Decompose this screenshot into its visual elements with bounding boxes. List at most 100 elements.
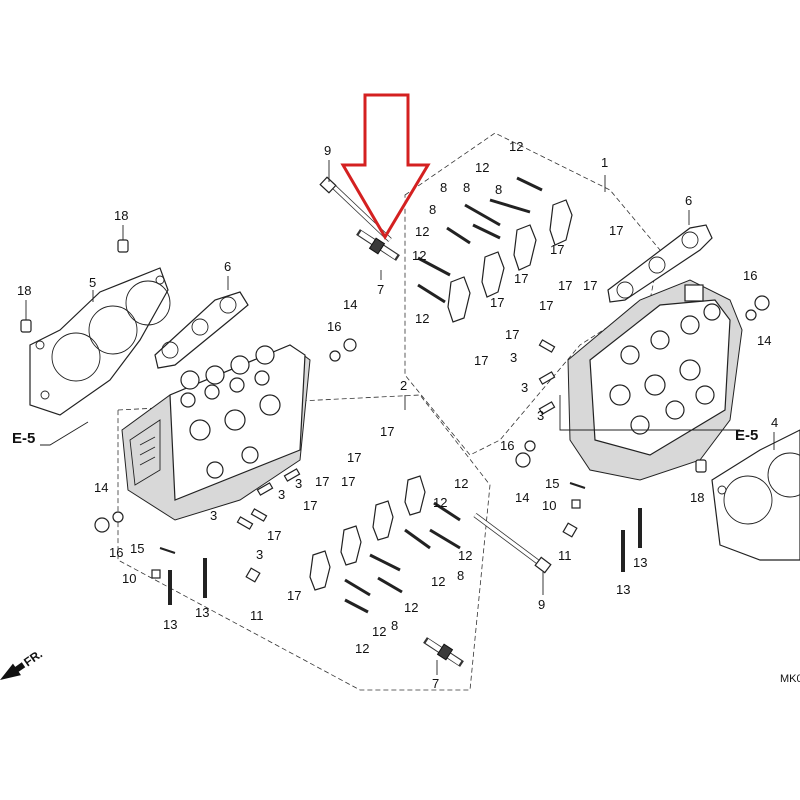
callout-17: 17 [583,278,597,293]
cam-holders-front [309,475,426,591]
callout-12: 12 [509,139,523,154]
callout-16: 16 [500,438,514,453]
callout-12: 12 [454,476,468,491]
callout-3: 3 [295,476,302,491]
dowel-pin-18-left [20,319,32,333]
callout-3: 3 [210,508,217,523]
callout-12: 12 [412,248,426,263]
callout-18: 18 [690,490,704,505]
ref-e5-right: E-5 [735,427,758,444]
callout-12: 12 [415,311,429,326]
callout-12: 12 [431,574,445,589]
callout-17: 17 [609,223,623,238]
callout-12: 12 [355,641,369,656]
callout-1: 1 [601,155,608,170]
callout-3: 3 [510,350,517,365]
washers-plugs [94,295,770,533]
callout-16: 16 [109,545,123,560]
callout-10: 10 [122,571,136,586]
callout-6-right: 6 [685,193,692,208]
cylinder-head-gasket-right [711,429,800,561]
exhaust-gasket-right [607,224,713,303]
callout-2: 2 [400,378,407,393]
callout-7-bottom: 7 [432,676,439,691]
callout-3: 3 [537,408,544,423]
callout-11: 11 [558,548,572,563]
callout-17: 17 [347,450,361,465]
dowel-pins-3 [236,339,556,530]
callout-13: 13 [163,617,177,632]
callout-3: 3 [256,547,263,562]
highlight-arrow [340,93,431,240]
callout-17: 17 [490,295,504,310]
callout-17: 17 [505,327,519,342]
spark-plug-7-top [356,229,400,261]
callout-13: 13 [195,605,209,620]
callout-17: 17 [315,474,329,489]
callout-13: 13 [633,555,647,570]
callout-13: 13 [616,582,630,597]
callout-5: 5 [89,275,96,290]
callout-15: 15 [130,541,144,556]
callout-17: 17 [539,298,553,313]
callout-17: 17 [514,271,528,286]
ref-e5-left: E-5 [12,430,35,447]
callout-9-top: 9 [324,143,331,158]
callout-17: 17 [341,474,355,489]
front-cylinder-head [121,344,311,521]
dowel-pin-18-right [695,459,707,473]
diagram-code: MK0 [780,673,800,685]
spark-plug-7-bottom [423,637,464,667]
rear-cylinder-head [567,279,743,481]
cam-holders-rear [447,199,573,323]
cylinder-head-gasket-left [29,267,171,416]
dowel-pin-18-top [117,239,129,253]
callout-12: 12 [404,600,418,615]
callout-3: 3 [278,487,285,502]
studs-and-small-bolts [151,482,642,605]
bolts-rear-group [417,176,543,304]
callout-12: 12 [458,548,472,563]
callout-16: 16 [743,268,757,283]
callout-12: 12 [433,495,447,510]
callout-14: 14 [515,490,529,505]
front-direction-indicator: FR. [0,647,45,680]
callout-17: 17 [474,353,488,368]
callout-6-left: 6 [224,259,231,274]
callout-14: 14 [343,297,357,312]
callout-8: 8 [429,202,436,217]
callout-17: 17 [303,498,317,513]
callout-8: 8 [457,568,464,583]
callout-12: 12 [372,624,386,639]
callout-3: 3 [521,380,528,395]
bolts-front-group [344,501,461,614]
callout-14: 14 [757,333,771,348]
callout-10: 10 [542,498,556,513]
callout-17: 17 [380,424,394,439]
leader-lines [25,160,775,675]
front-label: FR. [21,647,45,670]
callout-17: 17 [550,242,564,257]
callout-16: 16 [327,319,341,334]
callout-15: 15 [545,476,559,491]
exhaust-gasket-left [154,291,249,369]
callout-8: 8 [391,618,398,633]
callout-17: 17 [558,278,572,293]
callout-12: 12 [475,160,489,175]
callout-12: 12 [415,224,429,239]
callout-17: 17 [267,528,281,543]
callout-8: 8 [463,180,470,195]
callout-18: 18 [114,208,128,223]
long-bolt-9-bottom [473,512,552,574]
callout-17: 17 [287,588,301,603]
callout-7-top: 7 [377,282,384,297]
callout-11: 11 [250,608,264,623]
callout-8: 8 [495,182,502,197]
callout-18: 18 [17,283,31,298]
callout-4: 4 [771,415,778,430]
callout-8: 8 [440,180,447,195]
callout-9-bottom: 9 [538,597,545,612]
callout-14: 14 [94,480,108,495]
